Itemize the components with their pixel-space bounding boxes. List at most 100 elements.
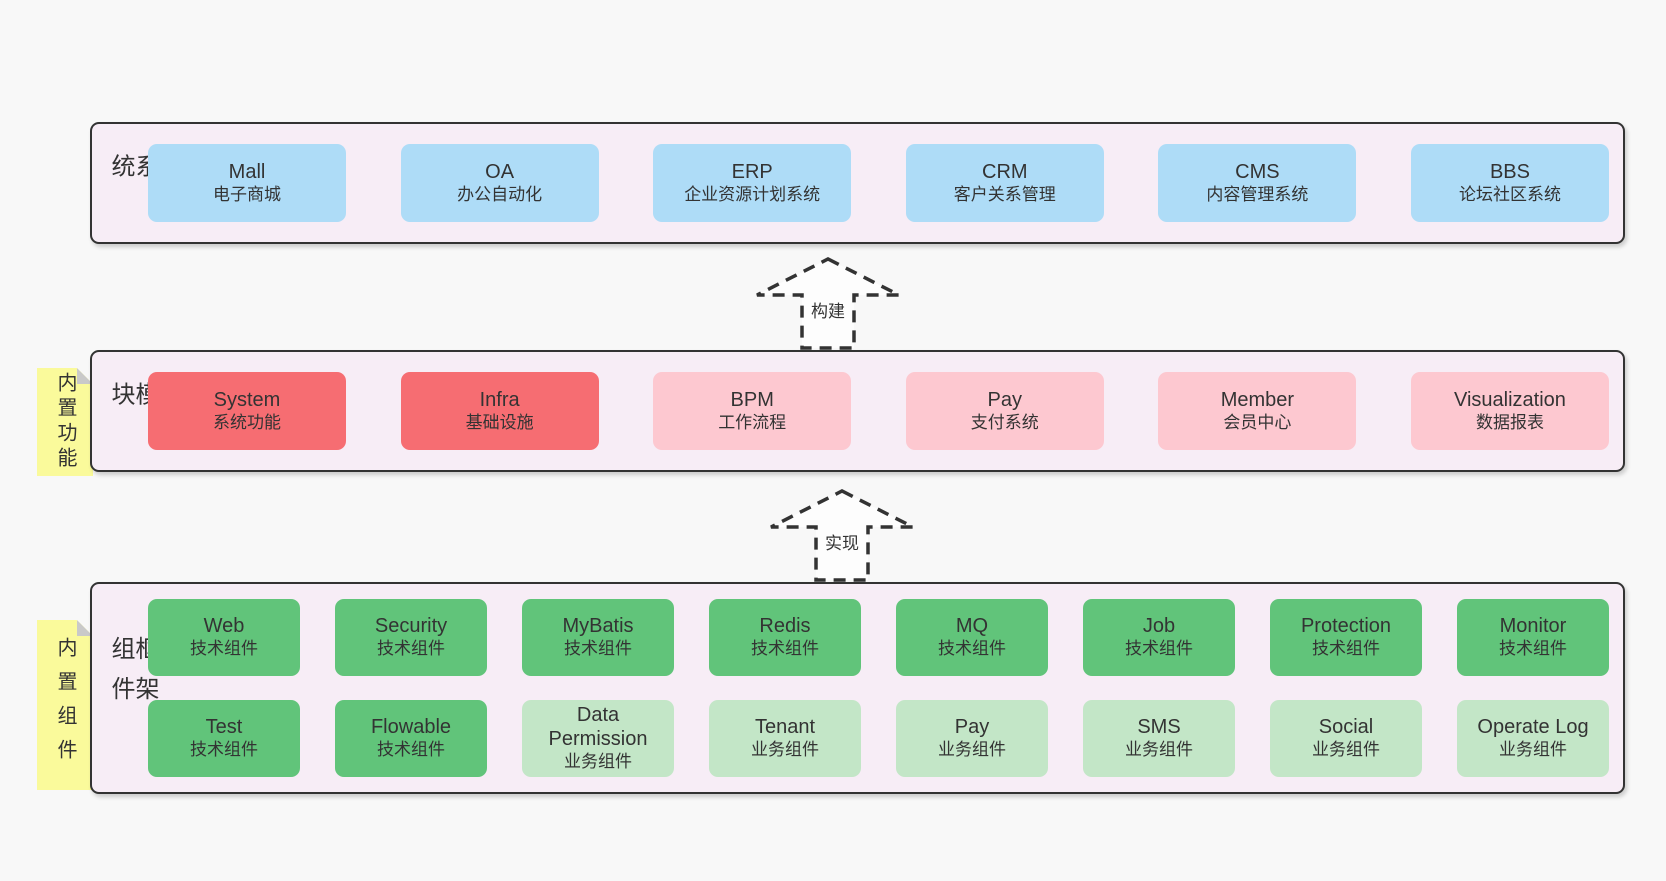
module-name: CRM xyxy=(982,160,1028,183)
band-business-systems: 业务系统 Mall电子商城OA办公自动化ERP企业资源计划系统CRM客户关系管理… xyxy=(90,122,1625,244)
module-desc: 技术组件 xyxy=(751,639,819,659)
module-name: Visualization xyxy=(1454,388,1566,411)
module-name: CMS xyxy=(1235,160,1280,183)
module-desc: 支付系统 xyxy=(970,412,1039,432)
module-name: OA xyxy=(485,160,515,183)
module-name: Pay xyxy=(987,388,1023,411)
module-name: Mall xyxy=(228,160,266,183)
module-name: BBS xyxy=(1489,160,1530,183)
module-desc: 技术组件 xyxy=(1125,639,1193,659)
module-name: Security xyxy=(374,615,448,638)
module-desc: 技术组件 xyxy=(1499,639,1567,659)
sticky-note-built-in-components: 内置组件 xyxy=(37,620,93,790)
sticky-note-label: 内置功能 xyxy=(54,372,76,472)
module-name: Redis xyxy=(759,615,811,638)
module-name: Tenant xyxy=(754,716,816,739)
module-desc: 数据报表 xyxy=(1475,412,1544,432)
module-name: Test xyxy=(205,716,243,739)
module-desc: 客户关系管理 xyxy=(953,184,1056,204)
module-desc: 企业资源计划系统 xyxy=(684,184,821,204)
module-name: Web xyxy=(203,615,245,638)
module-name: Protection xyxy=(1300,615,1392,638)
module-name: System xyxy=(213,388,281,411)
module-desc: 会员中心 xyxy=(1223,412,1292,432)
module-desc: 技术组件 xyxy=(1312,639,1380,659)
module-desc: 业务组件 xyxy=(1312,740,1380,760)
module-name: SMS xyxy=(1137,716,1181,739)
arrow-label: 构建 xyxy=(808,297,848,322)
module-desc: 业务组件 xyxy=(938,740,1006,760)
module-desc: 内容管理系统 xyxy=(1206,184,1309,204)
module-name: MQ xyxy=(955,615,989,638)
module-desc: 技术组件 xyxy=(190,740,258,760)
arrow-build: 构建 xyxy=(753,255,903,352)
module-desc: 业务组件 xyxy=(564,752,632,772)
module-name: Flowable xyxy=(370,716,452,739)
module-desc: 业务组件 xyxy=(1125,740,1193,760)
module-name: Infra xyxy=(479,388,520,411)
module-desc: 电子商城 xyxy=(213,184,281,204)
module-name: Operate Log xyxy=(1477,716,1589,739)
module-desc: 工作流程 xyxy=(718,412,787,432)
module-desc: 技术组件 xyxy=(377,639,445,659)
module-desc: 技术组件 xyxy=(938,639,1006,659)
arrow-implement: 实现 xyxy=(767,487,917,584)
arrow-label: 实现 xyxy=(822,529,862,554)
module-desc: 业务组件 xyxy=(751,740,819,760)
module-name: BPM xyxy=(730,388,774,411)
module-name: Job xyxy=(1142,615,1176,638)
module-name: Member xyxy=(1220,388,1295,411)
sticky-note-label: 内置组件 xyxy=(54,637,76,773)
band-common-modules: 通用模块 System系统功能Infra基础设施BPM工作流程Pay支付系统Me… xyxy=(90,350,1625,472)
sticky-note-built-in-functions: 内置功能 xyxy=(37,368,93,476)
module-name: MyBatis xyxy=(562,615,634,638)
module-desc: 办公自动化 xyxy=(457,184,543,204)
module-desc: 技术组件 xyxy=(190,639,258,659)
module-name: Pay xyxy=(954,716,990,739)
module-desc: 论坛社区系统 xyxy=(1458,184,1561,204)
module-desc: 业务组件 xyxy=(1499,740,1567,760)
module-name: ERP xyxy=(731,160,773,183)
module-name: Social xyxy=(1318,716,1374,739)
module-desc: 技术组件 xyxy=(377,740,445,760)
module-desc: 基础设施 xyxy=(465,412,534,432)
module-name: Monitor xyxy=(1499,615,1567,638)
module-name: Data Permission xyxy=(548,704,648,751)
